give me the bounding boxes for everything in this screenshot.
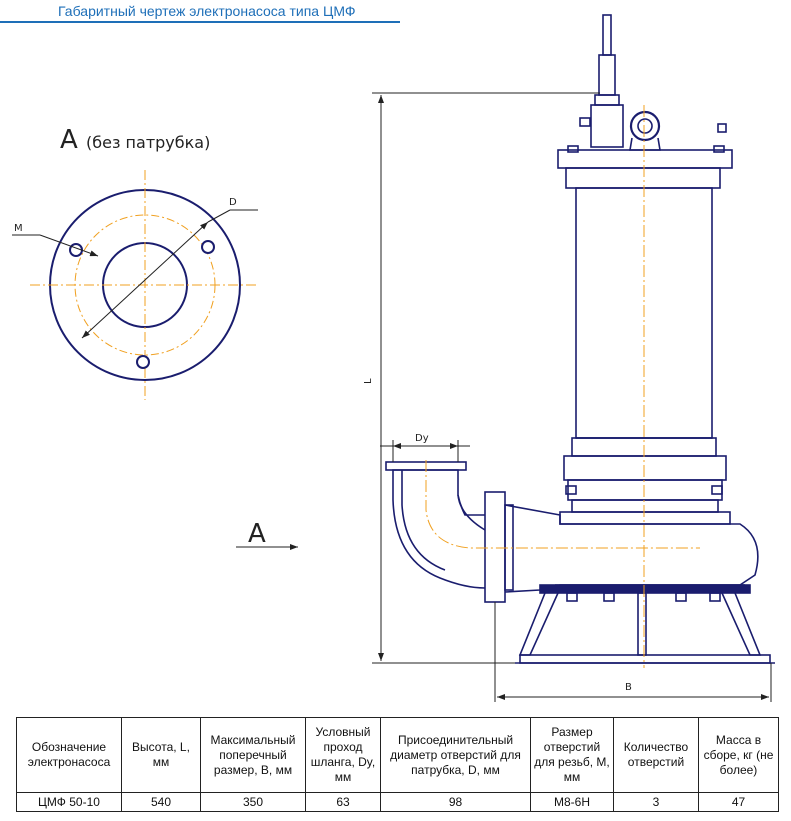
dim-d-line [81,221,209,339]
col-max-size: Максимальный поперечный размер, B, мм [200,717,306,793]
cell-designation: ЦМФ 50-10 [16,792,122,812]
table-row: ЦМФ 50-10 540 350 63 98 М8-6Н 3 47 [16,792,779,812]
dim-dy [380,440,470,462]
spec-table-header-row: Обозначение электронасоса Высота, L, мм … [16,717,779,793]
dim-l [372,92,600,664]
col-hose: Условный проход шланга, Dy, мм [305,717,381,793]
cell-thread: М8-6Н [530,792,614,812]
col-designation: Обозначение электронасоса [16,717,122,793]
col-height: Высота, L, мм [121,717,201,793]
pump-view [385,14,775,664]
dim-d-label: D [229,197,237,208]
page-title: Габаритный чертеж электронасоса типа ЦМФ [58,3,356,19]
spec-table: Обозначение электронасоса Высота, L, мм … [16,717,779,812]
dim-l-label: L [363,378,374,384]
cell-height: 540 [121,792,201,812]
col-holes: Количество отверстий [613,717,699,793]
technical-drawing: А (без патрубка) D M А [12,14,775,702]
cell-mass: 47 [698,792,779,812]
dim-m-leader [39,234,99,257]
header-underline [0,21,400,23]
dim-b-label: B [625,682,632,693]
flange-view: А (без патрубка) D M [12,125,258,400]
dim-dy-label: Dy [415,433,429,444]
col-mass: Масса в сборе, кг (не более) [698,717,779,793]
bolt-hole-2 [201,240,215,254]
cell-holes: 3 [613,792,699,812]
dim-b [494,602,772,702]
cell-hose: 63 [305,792,381,812]
cell-diameter: 98 [380,792,531,812]
view-arrow: А [236,519,298,550]
view-a-note: (без патрубка) [86,133,210,152]
outlet-axis [425,460,700,549]
dim-m-label: M [14,223,23,234]
view-a-label: А [60,125,78,155]
col-diameter: Присоединительный диаметр отверстий для … [380,717,531,793]
bolt-hole-3 [136,355,150,369]
page-header: Габаритный чертеж электронасоса типа ЦМФ [0,0,400,24]
arrow-a-label: А [248,519,266,549]
cell-max-size: 350 [200,792,306,812]
col-thread: Размер отверстий для резьб, M, мм [530,717,614,793]
